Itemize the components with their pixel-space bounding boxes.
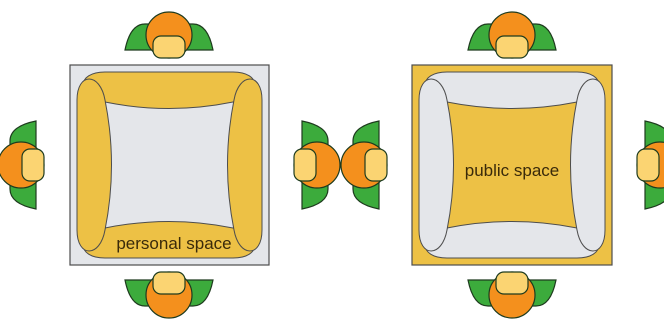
grey-zone-top	[424, 71, 600, 109]
personal-zone-right	[227, 78, 263, 252]
personal-zone-left	[76, 78, 112, 252]
grey-zone-left	[418, 78, 454, 252]
person-top-left	[124, 11, 214, 59]
personal-space-label: personal space	[116, 234, 231, 253]
public-space-label: public space	[465, 161, 560, 180]
person-right-left	[293, 120, 341, 210]
person-left-left	[0, 120, 45, 210]
person-left-right	[340, 120, 388, 210]
person-bottom-right	[467, 271, 557, 319]
person-top-right	[467, 11, 557, 59]
personal-zone-top	[82, 71, 256, 109]
person-right-right	[636, 120, 664, 210]
public-space-table: public space	[340, 11, 664, 319]
grey-zone-bottom	[424, 221, 600, 259]
personal-space-table: personal space	[0, 11, 341, 319]
person-bottom-left	[124, 271, 214, 319]
grey-zone-right	[570, 78, 606, 252]
